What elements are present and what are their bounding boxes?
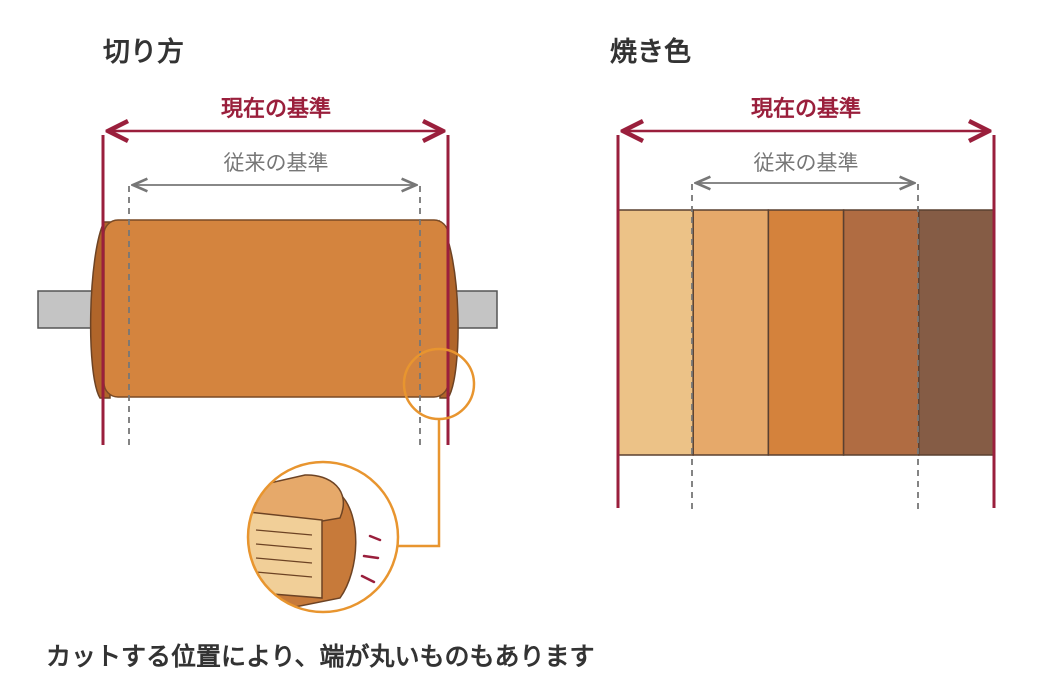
color-panel: 焼き色 現在の基準 従来の基準 — [610, 36, 996, 510]
zoom-leader-line — [398, 419, 441, 548]
cut-panel: 切り方 現在の基準 従来の基準 — [37, 36, 498, 614]
emphasis-marks — [360, 534, 382, 584]
color-current-label: 現在の基準 — [751, 96, 861, 122]
rod-left — [37, 290, 99, 329]
color-swatch-1 — [617, 209, 694, 456]
cut-old-label: 従来の基準 — [224, 151, 329, 175]
color-old-label: 従来の基準 — [754, 151, 859, 175]
cut-current-label: 現在の基準 — [221, 96, 331, 122]
color-swatches — [617, 209, 995, 456]
color-swatch-2 — [692, 209, 770, 456]
rod-right — [454, 290, 498, 329]
color-swatch-3 — [767, 209, 845, 456]
bottom-caption: カットする位置により、端が丸いものもあります — [46, 642, 595, 671]
cut-title: 切り方 — [103, 36, 184, 68]
magnified-slice — [246, 460, 400, 614]
color-swatch-4 — [842, 209, 920, 456]
roll-body — [103, 219, 449, 398]
color-swatch-5 — [918, 209, 995, 456]
color-title: 焼き色 — [610, 36, 691, 68]
